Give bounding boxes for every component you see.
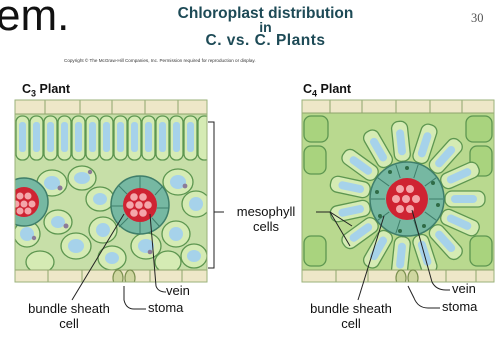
c3-palisade-cells — [16, 116, 211, 160]
c3-lower-epidermis — [15, 270, 207, 282]
c3-vein-label: vein — [166, 284, 190, 299]
c4-leaf-section — [302, 100, 494, 286]
c4-upper-epidermis — [302, 100, 494, 113]
c4-stoma-leader — [408, 286, 440, 308]
mesophyll-cells-label: mesophyll cells — [226, 205, 306, 235]
c3-bundle-sheath-label: bundle sheath cell — [18, 302, 120, 332]
c3-stoma-leader — [124, 286, 146, 309]
c3-bundle-sheath-center — [111, 176, 169, 234]
c4-bundle-sheath-label: bundle sheath cell — [300, 302, 402, 332]
c3-upper-epidermis — [15, 100, 207, 114]
c3-bundle-sheath-left — [0, 178, 48, 226]
c3-stoma-label: stoma — [148, 301, 183, 316]
c4-stoma-label: stoma — [442, 300, 477, 315]
c3-leaf-section — [0, 100, 211, 286]
c4-vein-label: vein — [452, 282, 476, 297]
c3-mesophyll-bracket — [208, 122, 214, 268]
